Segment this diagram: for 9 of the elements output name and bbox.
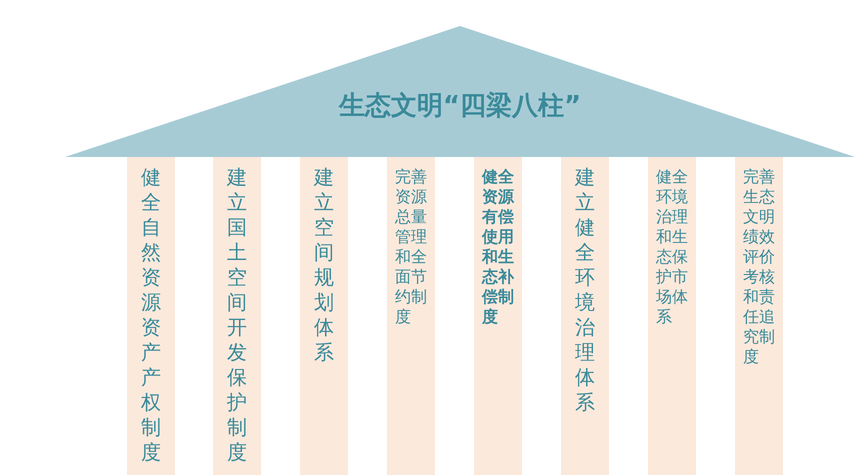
pillar-column: 健全环境治理和生态保护市场体系 [648, 157, 696, 475]
pillar-column: 完善资源总量管理和全面节约制度 [387, 157, 435, 475]
pillar-column: 健全资源有偿使用和生态补偿制度 [474, 157, 522, 475]
pillar-column: 建立健全环境治理体系 [561, 157, 609, 475]
pillar-column: 健全自然资源资产产权制度 [127, 157, 175, 475]
pillar-column: 建立国土空间开发保护制度 [213, 157, 261, 475]
pillar-column: 建立空间规划体系 [300, 157, 348, 475]
title-text: 生态文明“四梁八柱” [338, 90, 582, 123]
pillar-column: 完善生态文明绩效评价考核和责任追究制度 [735, 157, 783, 475]
